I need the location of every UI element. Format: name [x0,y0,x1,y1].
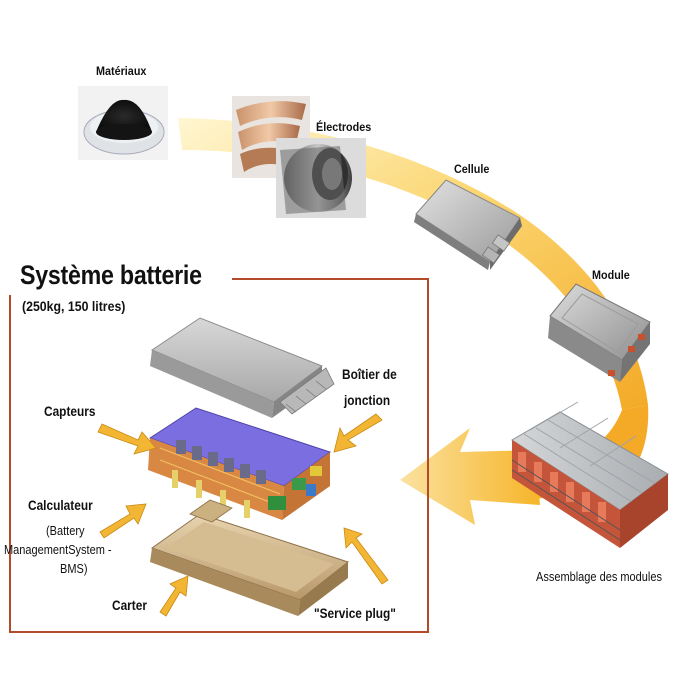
electrodes-image [232,96,366,218]
label-boitier-de-jonction-2: jonction [344,393,391,408]
system-box-frame [9,278,429,633]
label-carter: Carter [112,598,148,613]
process-flow-arrow [178,118,648,410]
label-bms-3: BMS) [60,562,88,576]
pointer-arrow-capteurs [97,423,157,455]
system-title: Système batterie [20,260,202,290]
label-boitier-de-jonction-1: Boîtier de [342,367,397,382]
label-assemblage-des-modules: Assemblage des modules [536,570,662,584]
label-cellule: Cellule [454,162,490,176]
label-module: Module [592,268,630,282]
label-electrodes: Électrodes [316,120,372,134]
pointer-arrow-calculateur [99,503,147,539]
label-calculateur: Calculateur [28,498,93,513]
pointer-arrow-service-plug [343,527,389,585]
pointer-arrow-boitier [333,413,383,453]
module-assembly-image [511,401,669,548]
cell-image [414,179,522,270]
label-materiaux: Matériaux [96,64,147,78]
label-capteurs: Capteurs [44,404,96,419]
battery-cover-image [150,317,335,418]
label-bms-2: ManagementSystem - [4,543,112,557]
label-service-plug: "Service plug" [314,606,396,621]
process-flow-arrowhead [400,428,540,525]
module-image [548,283,651,382]
pointer-arrow-carter [159,575,189,617]
system-subtitle: (250kg, 150 litres) [22,298,126,314]
battery-tray-image [150,499,350,616]
label-bms-1: (Battery [46,524,85,538]
battery-internals-image [148,407,332,520]
materials-dish-image [78,86,168,160]
